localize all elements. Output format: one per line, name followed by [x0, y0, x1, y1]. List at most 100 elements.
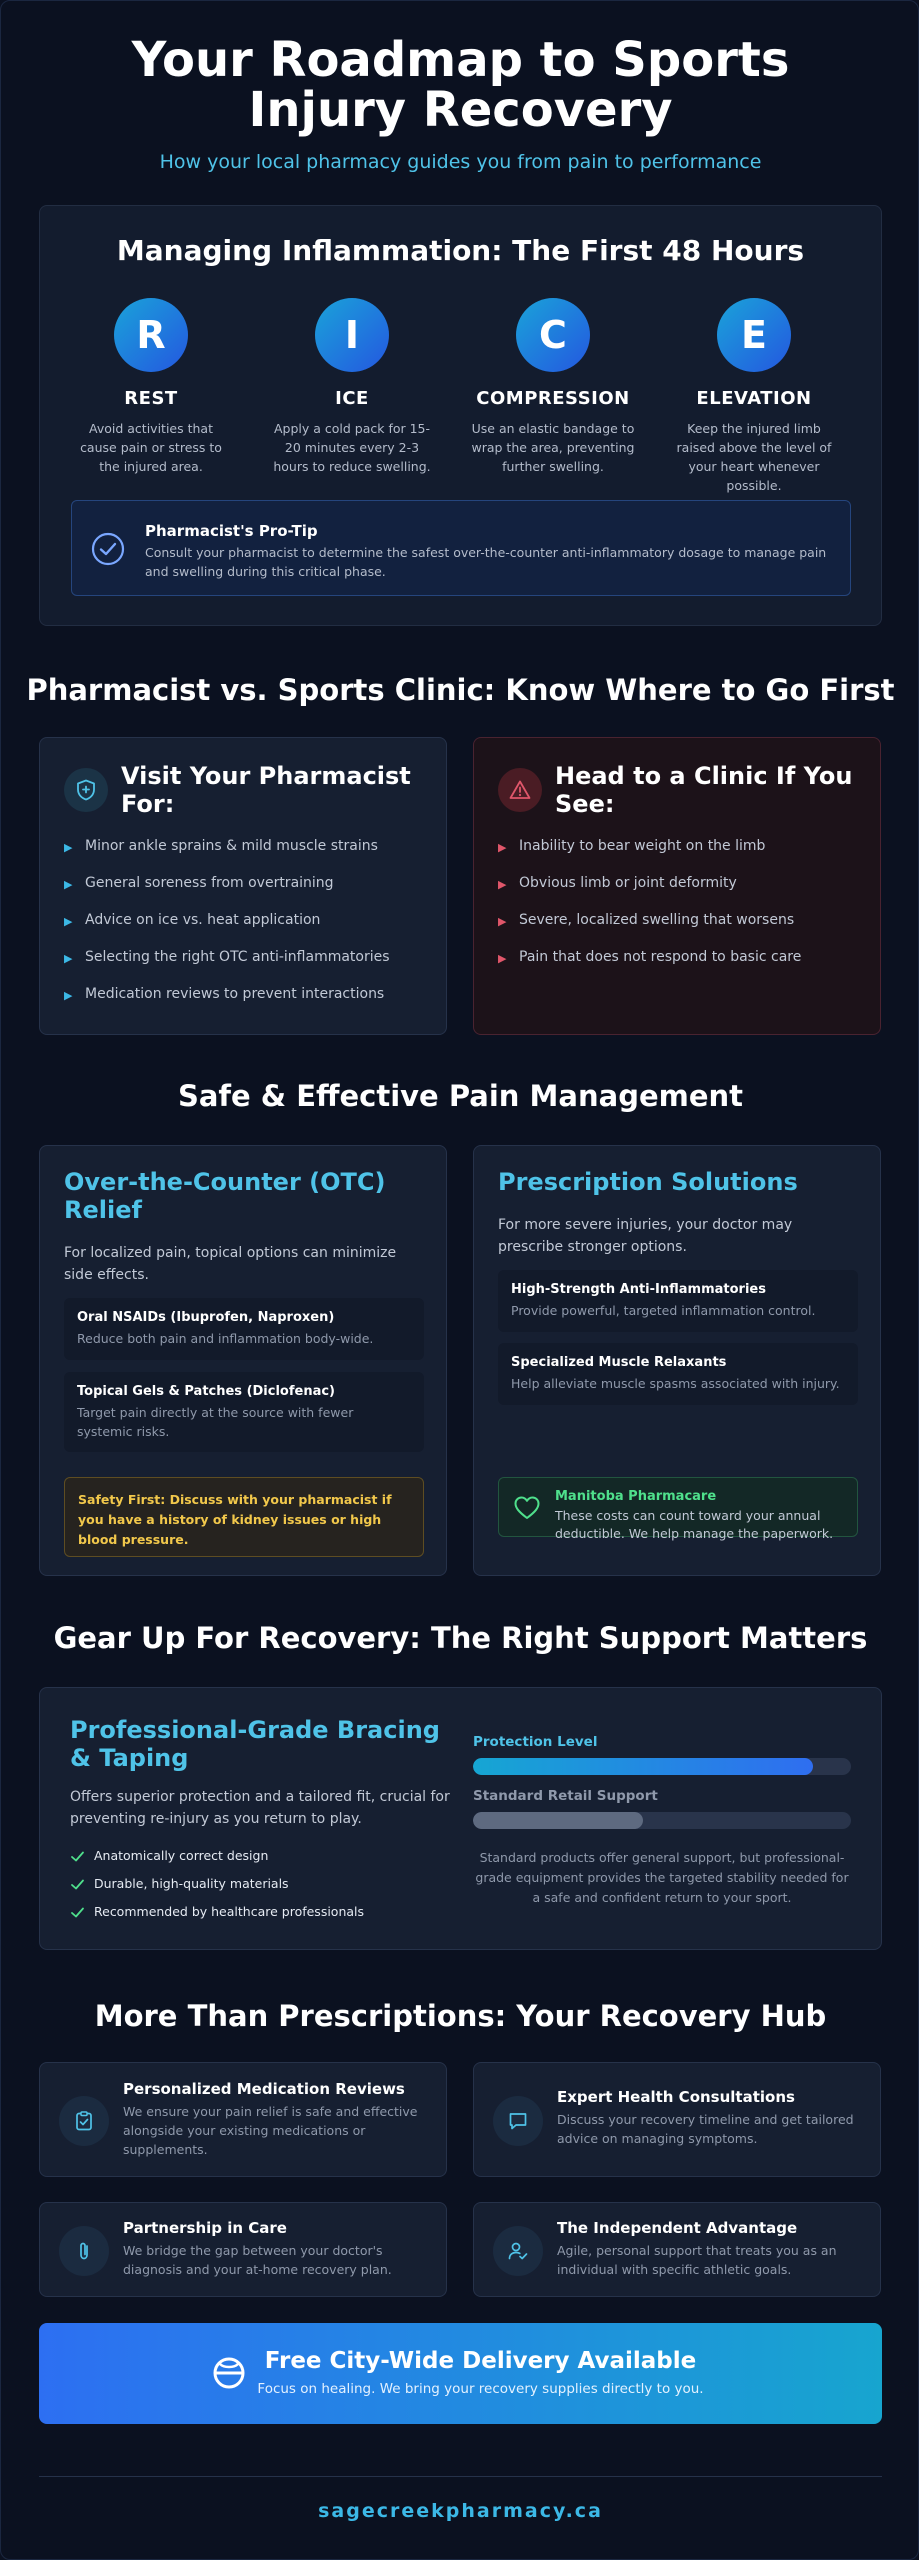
rice-letter-circle: E	[717, 298, 791, 372]
arrow-right-icon: ▶	[64, 878, 73, 891]
list-item: ▶Advice on ice vs. heat application	[64, 912, 434, 949]
hub-section-title: More Than Prescriptions: Your Recovery H…	[94, 1999, 827, 2033]
hub-item-desc: We bridge the gap between your doctor's …	[123, 2243, 392, 2277]
rice-step-desc: Keep the injured limb raised above the l…	[676, 421, 832, 493]
vs-section-title: Pharmacist vs. Sports Clinic: Know Where…	[26, 673, 895, 707]
otc-intro: For localized pain, topical options can …	[64, 1245, 397, 1283]
protection-level-label: Protection Level	[473, 1734, 598, 1750]
hub-card-health-consultations: Expert Health Consultations Discuss your…	[473, 2062, 881, 2177]
rx-intro: For more severe injuries, your doctor ma…	[498, 1217, 793, 1255]
otc-item-topicals: Topical Gels & Patches (Diclofenac) Targ…	[64, 1372, 424, 1452]
check-circle-icon	[91, 532, 125, 566]
list-item-text: Obvious limb or joint deformity	[519, 875, 737, 891]
rx-item-desc: Provide powerful, targeted inflammation …	[511, 1303, 816, 1318]
rx-item-title: High-Strength Anti-Inflammatories	[511, 1282, 766, 1297]
otc-item-desc: Reduce both pain and inflammation body-w…	[77, 1331, 374, 1346]
list-item-text: Inability to bear weight on the limb	[519, 838, 766, 854]
pharmacist-card: Visit Your Pharmacist For: ▶ Minor ankle …	[39, 737, 447, 1035]
rx-heading: Prescription Solutions	[498, 1168, 798, 1196]
user-check-icon	[508, 2242, 528, 2260]
rice-step-name: ICE	[335, 388, 369, 409]
list-item: ▶Medication reviews to prevent interacti…	[64, 986, 434, 1023]
list-item: ▶Inability to bear weight on the limb	[498, 838, 868, 875]
rice-letter-circle: I	[315, 298, 389, 372]
hero: Your Roadmap to Sports Injury Recovery H…	[1, 32, 918, 173]
otc-item-desc: Target pain directly at the source with …	[77, 1405, 354, 1439]
pharmacist-icon-badge	[64, 768, 108, 812]
prescription-card: Prescription Solutions For more severe i…	[473, 1145, 881, 1576]
rice-step-rest: R REST Avoid activities that cause pain …	[61, 298, 241, 476]
hub-item-desc: We ensure your pain relief is safe and e…	[123, 2104, 418, 2157]
check-icon	[71, 1851, 84, 1862]
list-item: Recommended by healthcare professionals	[70, 1904, 364, 1932]
clinic-icon-badge	[498, 768, 542, 812]
pro-tip-text: Consult your pharmacist to determine the…	[145, 545, 827, 579]
otc-item-nsaids: Oral NSAIDs (Ibuprofen, Naproxen) Reduce…	[64, 1298, 424, 1360]
warning-triangle-icon	[509, 780, 531, 799]
clinic-card: Head to a Clinic If You See: ▶Inability …	[473, 737, 881, 1035]
rx-item-desc: Help alleviate muscle spasms associated …	[511, 1376, 840, 1391]
pharmacare-text: These costs can count toward your annual…	[555, 1508, 834, 1541]
list-item: ▶General soreness from overtraining	[64, 875, 434, 912]
hub-icon-badge	[493, 2096, 543, 2146]
rice-step-compression: C COMPRESSION Use an elastic bandage to …	[463, 298, 643, 476]
page-title: Your Roadmap to Sports Injury Recovery	[131, 32, 790, 138]
pro-tip-title: Pharmacist's Pro-Tip	[145, 522, 318, 540]
list-item: Anatomically correct design	[70, 1848, 364, 1876]
paperclip-icon	[80, 2242, 88, 2260]
rice-letter-circle: R	[114, 298, 188, 372]
pro-tip-box: Pharmacist's Pro-Tip Consult your pharma…	[71, 500, 851, 596]
check-icon	[71, 1907, 84, 1918]
arrow-right-icon: ▶	[498, 915, 507, 928]
pharmacist-heading: Visit Your Pharmacist For:	[121, 762, 411, 818]
hub-icon-badge	[59, 2226, 109, 2276]
footer-divider	[39, 2476, 882, 2477]
delivery-text: Focus on healing. We bring your recovery…	[257, 2381, 704, 2397]
list-item-text: Selecting the right OTC anti-inflammator…	[85, 949, 390, 965]
retail-support-bar	[473, 1812, 851, 1829]
clinic-list: ▶Inability to bear weight on the limb ▶O…	[498, 838, 868, 986]
gear-heading: Professional-Grade Bracing & Taping	[70, 1716, 440, 1772]
rice-step-desc: Use an elastic bandage to wrap the area,…	[471, 421, 635, 474]
otc-item-title: Oral NSAIDs (Ibuprofen, Naproxen)	[77, 1310, 335, 1325]
heart-icon	[514, 1496, 540, 1519]
pharmacare-box: Manitoba Pharmacare These costs can coun…	[498, 1477, 858, 1541]
hub-item-desc: Agile, personal support that treats you …	[557, 2243, 837, 2277]
clipboard-check-icon	[76, 2111, 92, 2131]
list-item-text: Minor ankle sprains & mild muscle strain…	[85, 838, 378, 854]
list-item-text: Anatomically correct design	[94, 1848, 269, 1863]
otc-heading: Over-the-Counter (OTC) Relief	[64, 1168, 386, 1224]
rice-card: Managing Inflammation: The First 48 Hour…	[39, 205, 882, 626]
list-item-text: Recommended by healthcare professionals	[94, 1904, 365, 1919]
rice-step-name: COMPRESSION	[476, 388, 630, 409]
rice-step-name: REST	[124, 388, 178, 409]
arrow-right-icon: ▶	[498, 952, 507, 965]
delivery-title: Free City-Wide Delivery Available	[264, 2348, 697, 2374]
hub-item-title: Partnership in Care	[123, 2219, 287, 2237]
rice-step-desc: Avoid activities that cause pain or stre…	[80, 421, 222, 474]
rice-step-ice: I ICE Apply a cold pack for 15-20 minute…	[262, 298, 442, 476]
gear-text: Offers superior protection and a tailore…	[70, 1789, 450, 1827]
hub-card-medication-reviews: Personalized Medication Reviews We ensur…	[39, 2062, 447, 2177]
rx-item-muscle-relaxants: Specialized Muscle Relaxants Help allevi…	[498, 1343, 858, 1405]
website-link[interactable]: sagecreekpharmacy.ca	[318, 2500, 603, 2522]
arrow-right-icon: ▶	[64, 952, 73, 965]
rice-letter-circle: C	[516, 298, 590, 372]
delivery-icon	[213, 2357, 245, 2389]
rice-step-name: ELEVATION	[696, 388, 812, 409]
arrow-right-icon: ▶	[64, 915, 73, 928]
gear-card: Professional-Grade Bracing & Taping Offe…	[39, 1687, 882, 1950]
retail-support-label: Standard Retail Support	[473, 1788, 658, 1804]
shield-plus-icon	[77, 779, 95, 801]
clinic-heading: Head to a Clinic If You See:	[555, 762, 853, 818]
rice-title: Managing Inflammation: The First 48 Hour…	[116, 234, 805, 267]
safety-warning: Safety First: Discuss with your pharmaci…	[64, 1477, 424, 1557]
list-item-text: Severe, localized swelling that worsens	[519, 912, 795, 928]
gear-section-title: Gear Up For Recovery: The Right Support …	[53, 1621, 868, 1655]
list-item: ▶Minor ankle sprains & mild muscle strai…	[64, 838, 434, 875]
list-item-text: Durable, high-quality materials	[94, 1876, 289, 1891]
rice-step-desc: Apply a cold pack for 15-20 minutes ever…	[273, 421, 431, 474]
list-item: ▶Obvious limb or joint deformity	[498, 875, 868, 912]
pharmacist-list: ▶ Minor ankle sprains & mild muscle strai…	[64, 838, 434, 1023]
